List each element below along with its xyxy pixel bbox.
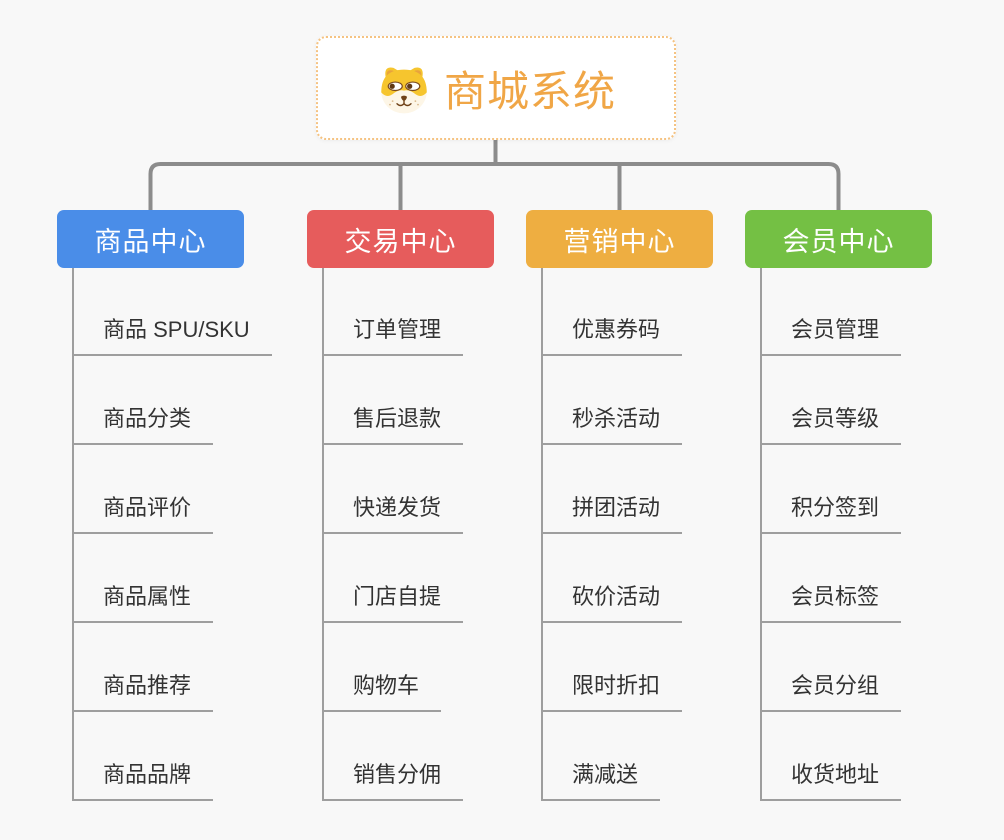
leaf-label: 会员标签 [761, 579, 902, 623]
leaf-label: 订单管理 [323, 312, 464, 356]
leaf-node[interactable]: 限时折扣 [542, 623, 683, 712]
leaf-node[interactable]: 商品评价 [73, 445, 272, 534]
branch-label: 商品中心 [94, 226, 207, 257]
leaf-label: 优惠券码 [542, 312, 683, 356]
leaf-label: 快递发货 [323, 490, 464, 534]
leaf-label: 商品属性 [73, 579, 214, 623]
branch-label: 会员中心 [782, 226, 895, 257]
leaf-label: 秒杀活动 [542, 401, 683, 445]
leaf-label: 商品分类 [73, 401, 214, 445]
branch-label: 交易中心 [344, 226, 457, 257]
leaf-column: 优惠券码秒杀活动拼团活动砍价活动限时折扣满减送 [542, 267, 683, 801]
leaf-node[interactable]: 商品 SPU/SKU [73, 267, 272, 356]
leaf-label: 收货地址 [761, 757, 902, 801]
bus-line [148, 162, 841, 211]
dog-face-icon [381, 67, 427, 114]
leaf-label: 门店自提 [323, 579, 464, 623]
leaf-column: 订单管理售后退款快递发货门店自提购物车销售分佣 [323, 267, 464, 801]
leaf-node[interactable]: 拼团活动 [542, 445, 683, 534]
leaf-label: 砍价活动 [542, 579, 683, 623]
leaf-node[interactable]: 砍价活动 [542, 534, 683, 623]
leaf-column: 商品 SPU/SKU 商品分类商品评价商品属性商品推荐商品品牌 [73, 267, 272, 801]
branch-node[interactable]: 交易中心 [307, 210, 494, 268]
leaf-label: 会员管理 [761, 312, 902, 356]
leaf-node[interactable]: 售后退款 [323, 356, 464, 445]
leaf-label: 积分签到 [761, 490, 902, 534]
leaf-label: 商品 SPU/SKU [73, 312, 272, 356]
leaf-node[interactable]: 商品品牌 [73, 712, 272, 801]
branch-node[interactable]: 会员中心 [745, 210, 932, 268]
branch-label: 营销中心 [563, 226, 676, 257]
leaf-label: 商品推荐 [73, 668, 214, 712]
leaf-label: 购物车 [323, 668, 442, 712]
leaf-node[interactable]: 会员等级 [761, 356, 902, 445]
leaf-node[interactable]: 商品分类 [73, 356, 272, 445]
leaf-node[interactable]: 优惠券码 [542, 267, 683, 356]
leaf-label: 商品品牌 [73, 757, 214, 801]
leaf-node[interactable]: 满减送 [542, 712, 682, 801]
leaf-column: 会员管理会员等级积分签到会员标签会员分组收货地址 [761, 267, 902, 801]
leaf-node[interactable]: 快递发货 [323, 445, 464, 534]
leaf-label: 会员等级 [761, 401, 902, 445]
branch-node[interactable]: 商品中心 [57, 210, 244, 268]
leaf-label: 销售分佣 [323, 757, 464, 801]
leaf-node[interactable]: 商品推荐 [73, 623, 272, 712]
root-node[interactable]: 商城系统 [316, 36, 676, 140]
leaf-node[interactable]: 门店自提 [323, 534, 464, 623]
leaf-node[interactable]: 会员分组 [761, 623, 902, 712]
branch-node[interactable]: 营销中心 [526, 210, 713, 268]
leaf-node[interactable]: 订单管理 [323, 267, 464, 356]
leaf-label: 限时折扣 [542, 668, 683, 712]
leaf-node[interactable]: 商品属性 [73, 534, 272, 623]
leaf-label: 售后退款 [323, 401, 464, 445]
leaf-node[interactable]: 销售分佣 [323, 712, 464, 801]
root-title: 商城系统 [443, 67, 616, 115]
leaf-node[interactable]: 积分签到 [761, 445, 902, 534]
leaf-node[interactable]: 购物车 [323, 623, 463, 712]
leaf-node[interactable]: 秒杀活动 [542, 356, 683, 445]
leaf-node[interactable]: 会员标签 [761, 534, 902, 623]
leaf-node[interactable]: 收货地址 [761, 712, 902, 801]
leaf-node[interactable]: 会员管理 [761, 267, 902, 356]
leaf-label: 商品评价 [73, 490, 214, 534]
leaf-label: 满减送 [542, 757, 661, 801]
leaf-label: 会员分组 [761, 668, 902, 712]
leaf-label: 拼团活动 [542, 490, 683, 534]
